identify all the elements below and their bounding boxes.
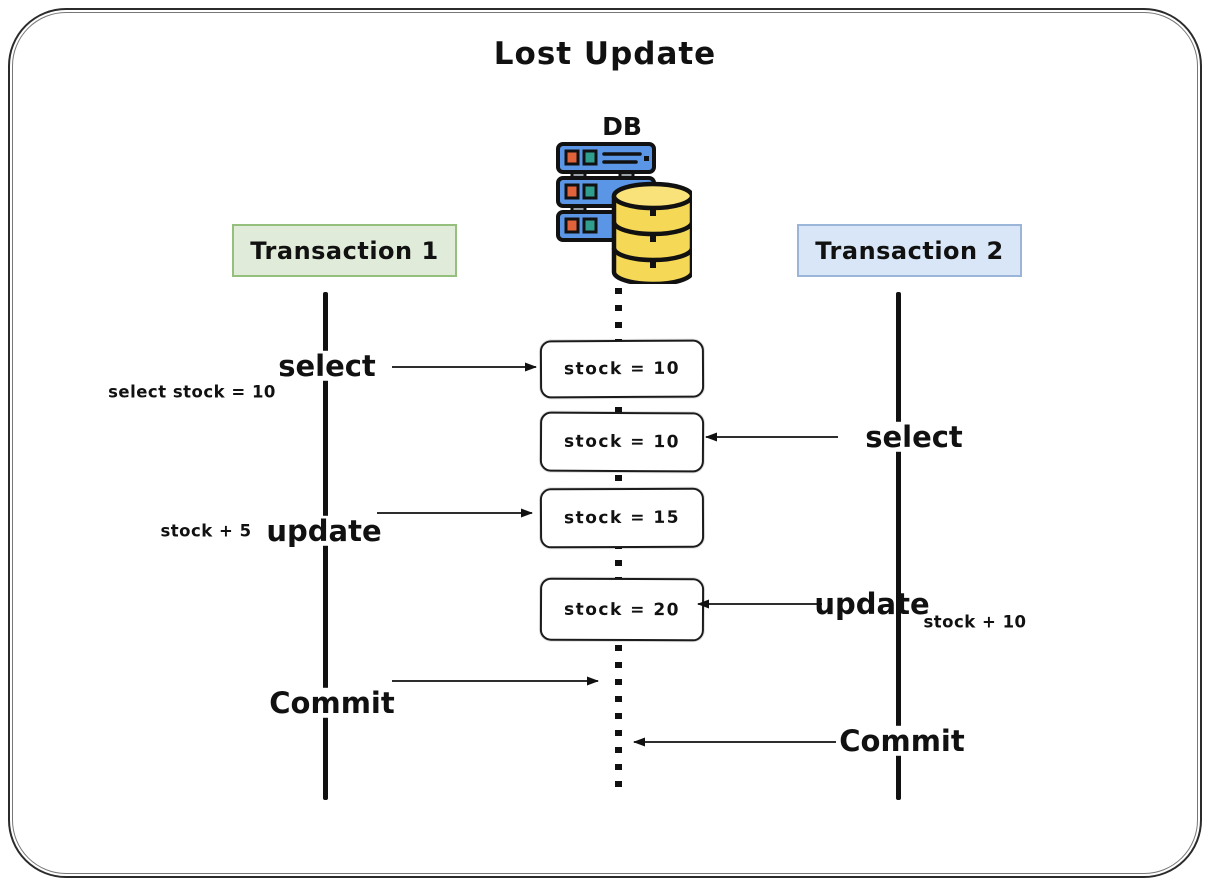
page-title: Lost Update — [493, 36, 717, 72]
db-state-value: stock = 15 — [563, 507, 681, 529]
db-state-box: stock = 10 — [539, 339, 705, 399]
t1-select-note: select stock = 10 — [108, 382, 276, 402]
db-state-value: stock = 10 — [563, 431, 681, 453]
t2-commit-label: Commit — [834, 725, 970, 756]
diagram-border — [8, 8, 1202, 878]
t1-update-note: stock + 5 — [160, 521, 252, 541]
db-state-value: stock = 10 — [563, 358, 681, 380]
transaction-2-lifeline — [896, 292, 901, 800]
database-server-icon — [556, 142, 692, 284]
t1-select-label: select — [273, 350, 381, 381]
t1-update-label: update — [261, 515, 387, 546]
transaction-2-label: Transaction 2 — [815, 236, 1004, 265]
t1-commit-label: Commit — [264, 687, 400, 718]
t2-update-label: update — [814, 586, 930, 621]
transaction-1-header: Transaction 1 — [232, 224, 457, 277]
t2-select-label: select — [860, 421, 968, 452]
db-label: DB — [602, 112, 642, 141]
db-state-box: stock = 20 — [539, 577, 705, 642]
transaction-2-header: Transaction 2 — [797, 224, 1022, 277]
db-state-value: stock = 20 — [563, 599, 681, 620]
t2-update-note: stock + 10 — [923, 612, 1027, 632]
db-state-box: stock = 15 — [539, 487, 705, 549]
transaction-1-label: Transaction 1 — [250, 236, 439, 265]
db-state-box: stock = 10 — [539, 411, 705, 473]
